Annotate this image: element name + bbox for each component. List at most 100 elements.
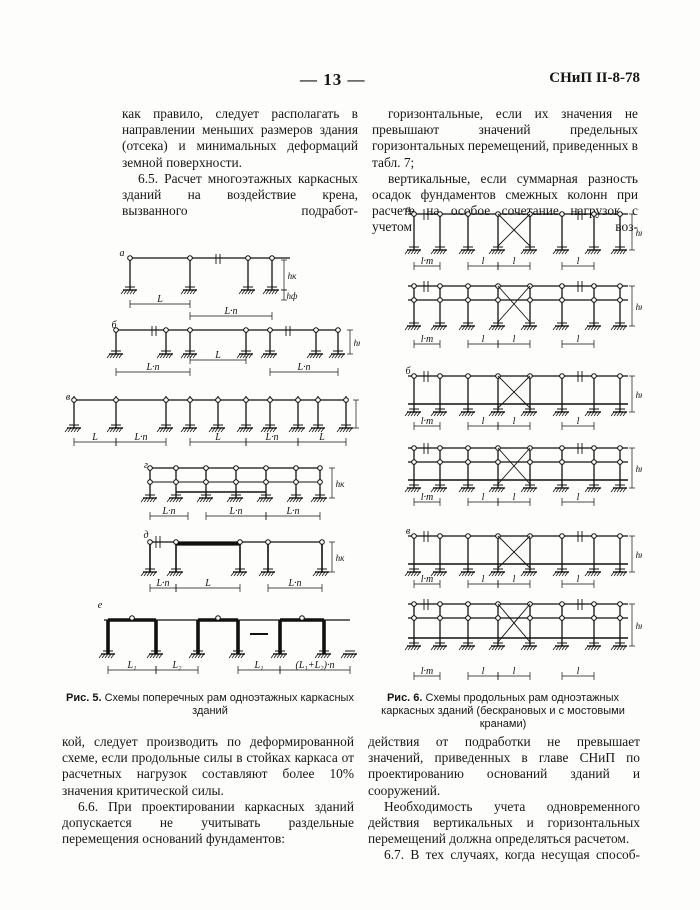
support-hatch (407, 571, 412, 577)
support-hatch (622, 411, 627, 417)
support-hatch (186, 353, 191, 359)
support-hatch (491, 325, 496, 331)
support-hatch (238, 289, 243, 295)
support-hatch (247, 289, 252, 295)
support-hatch (458, 645, 463, 651)
support-hatch (337, 353, 342, 359)
support-hatch (470, 411, 475, 417)
support-hatch (555, 571, 560, 577)
support-hatch (186, 289, 191, 295)
scheme-letter: б (111, 320, 117, 331)
hinge-node (267, 397, 273, 403)
dimension-label: l (577, 256, 580, 267)
support-hatch (561, 325, 566, 331)
support-hatch (238, 497, 243, 503)
support-hatch (240, 653, 245, 659)
support-hatch (467, 645, 472, 651)
support-hatch (616, 645, 621, 651)
support-hatch (322, 497, 327, 503)
support-hatch (345, 427, 350, 433)
support-hatch (186, 427, 191, 433)
support-hatch (233, 571, 238, 577)
support-hatch (590, 249, 595, 255)
support-hatch (242, 427, 247, 433)
support-hatch (532, 249, 537, 255)
support-hatch (433, 487, 438, 493)
dimension-label: L (214, 350, 221, 361)
support-hatch (231, 653, 236, 659)
support-hatch (587, 487, 592, 493)
support-hatch (433, 645, 438, 651)
support-hatch (491, 571, 496, 577)
support-hatch (189, 289, 194, 295)
support-hatch (430, 249, 435, 255)
support-hatch (239, 427, 244, 433)
support-hatch (584, 325, 589, 331)
dimension-label: L (214, 432, 221, 443)
support-hatch (500, 487, 505, 493)
hinge-node (263, 465, 269, 471)
support-hatch (208, 427, 213, 433)
support-hatch (467, 325, 472, 331)
hinge-node (147, 479, 153, 485)
support-hatch (261, 571, 266, 577)
support-hatch (266, 427, 271, 433)
hinge-node (335, 327, 341, 333)
support-hatch (416, 411, 421, 417)
support-hatch (178, 571, 183, 577)
dimension-label: (L₁+L₂)·n (296, 660, 335, 671)
support-hatch (552, 571, 557, 577)
support-hatch (266, 353, 271, 359)
paragraph: 6.6. При проектировании каркасных зданий… (62, 798, 354, 847)
dimension-label: hк (288, 271, 298, 281)
support-hatch (310, 497, 315, 503)
support-hatch (613, 571, 618, 577)
dimension-label: l (513, 256, 516, 267)
dimension-label: l (577, 334, 580, 345)
support-hatch (229, 497, 234, 503)
hinge-node (617, 445, 623, 451)
support-hatch (497, 487, 502, 493)
support-hatch (464, 487, 469, 493)
support-hatch (230, 571, 235, 577)
support-hatch (407, 487, 412, 493)
support-hatch (328, 353, 333, 359)
support-hatch (226, 497, 231, 503)
dimension-label: l (482, 416, 485, 427)
support-hatch (439, 487, 444, 493)
support-hatch (532, 571, 537, 577)
support-hatch (497, 249, 502, 255)
support-hatch (464, 571, 469, 577)
support-hatch (315, 353, 320, 359)
support-hatch (622, 571, 627, 577)
support-hatch (342, 427, 347, 433)
support-hatch (168, 427, 173, 433)
hinge-node (263, 479, 269, 485)
support-hatch (180, 353, 185, 359)
support-hatch (109, 353, 114, 359)
support-hatch (235, 497, 240, 503)
support-hatch (526, 487, 531, 493)
figure-5-caption: Рис. 5. Схемы поперечных рам одноэтажных… (60, 692, 360, 718)
support-hatch (109, 427, 114, 433)
hinge-node (317, 479, 323, 485)
support-hatch (470, 249, 475, 255)
support-hatch (464, 411, 469, 417)
support-hatch (314, 653, 319, 659)
hinge-node (315, 397, 321, 403)
support-hatch (244, 289, 249, 295)
support-hatch (264, 571, 269, 577)
support-hatch (470, 571, 475, 577)
support-hatch (220, 427, 225, 433)
support-hatch (467, 571, 472, 577)
support-hatch (404, 325, 409, 331)
support-hatch (288, 427, 293, 433)
dimension-label: l (482, 256, 485, 267)
dimension-label: hк (636, 464, 642, 474)
support-hatch (564, 249, 569, 255)
support-hatch (349, 653, 354, 659)
support-hatch (115, 353, 120, 359)
support-hatch (155, 653, 160, 659)
support-hatch (555, 487, 560, 493)
support-hatch (214, 427, 219, 433)
